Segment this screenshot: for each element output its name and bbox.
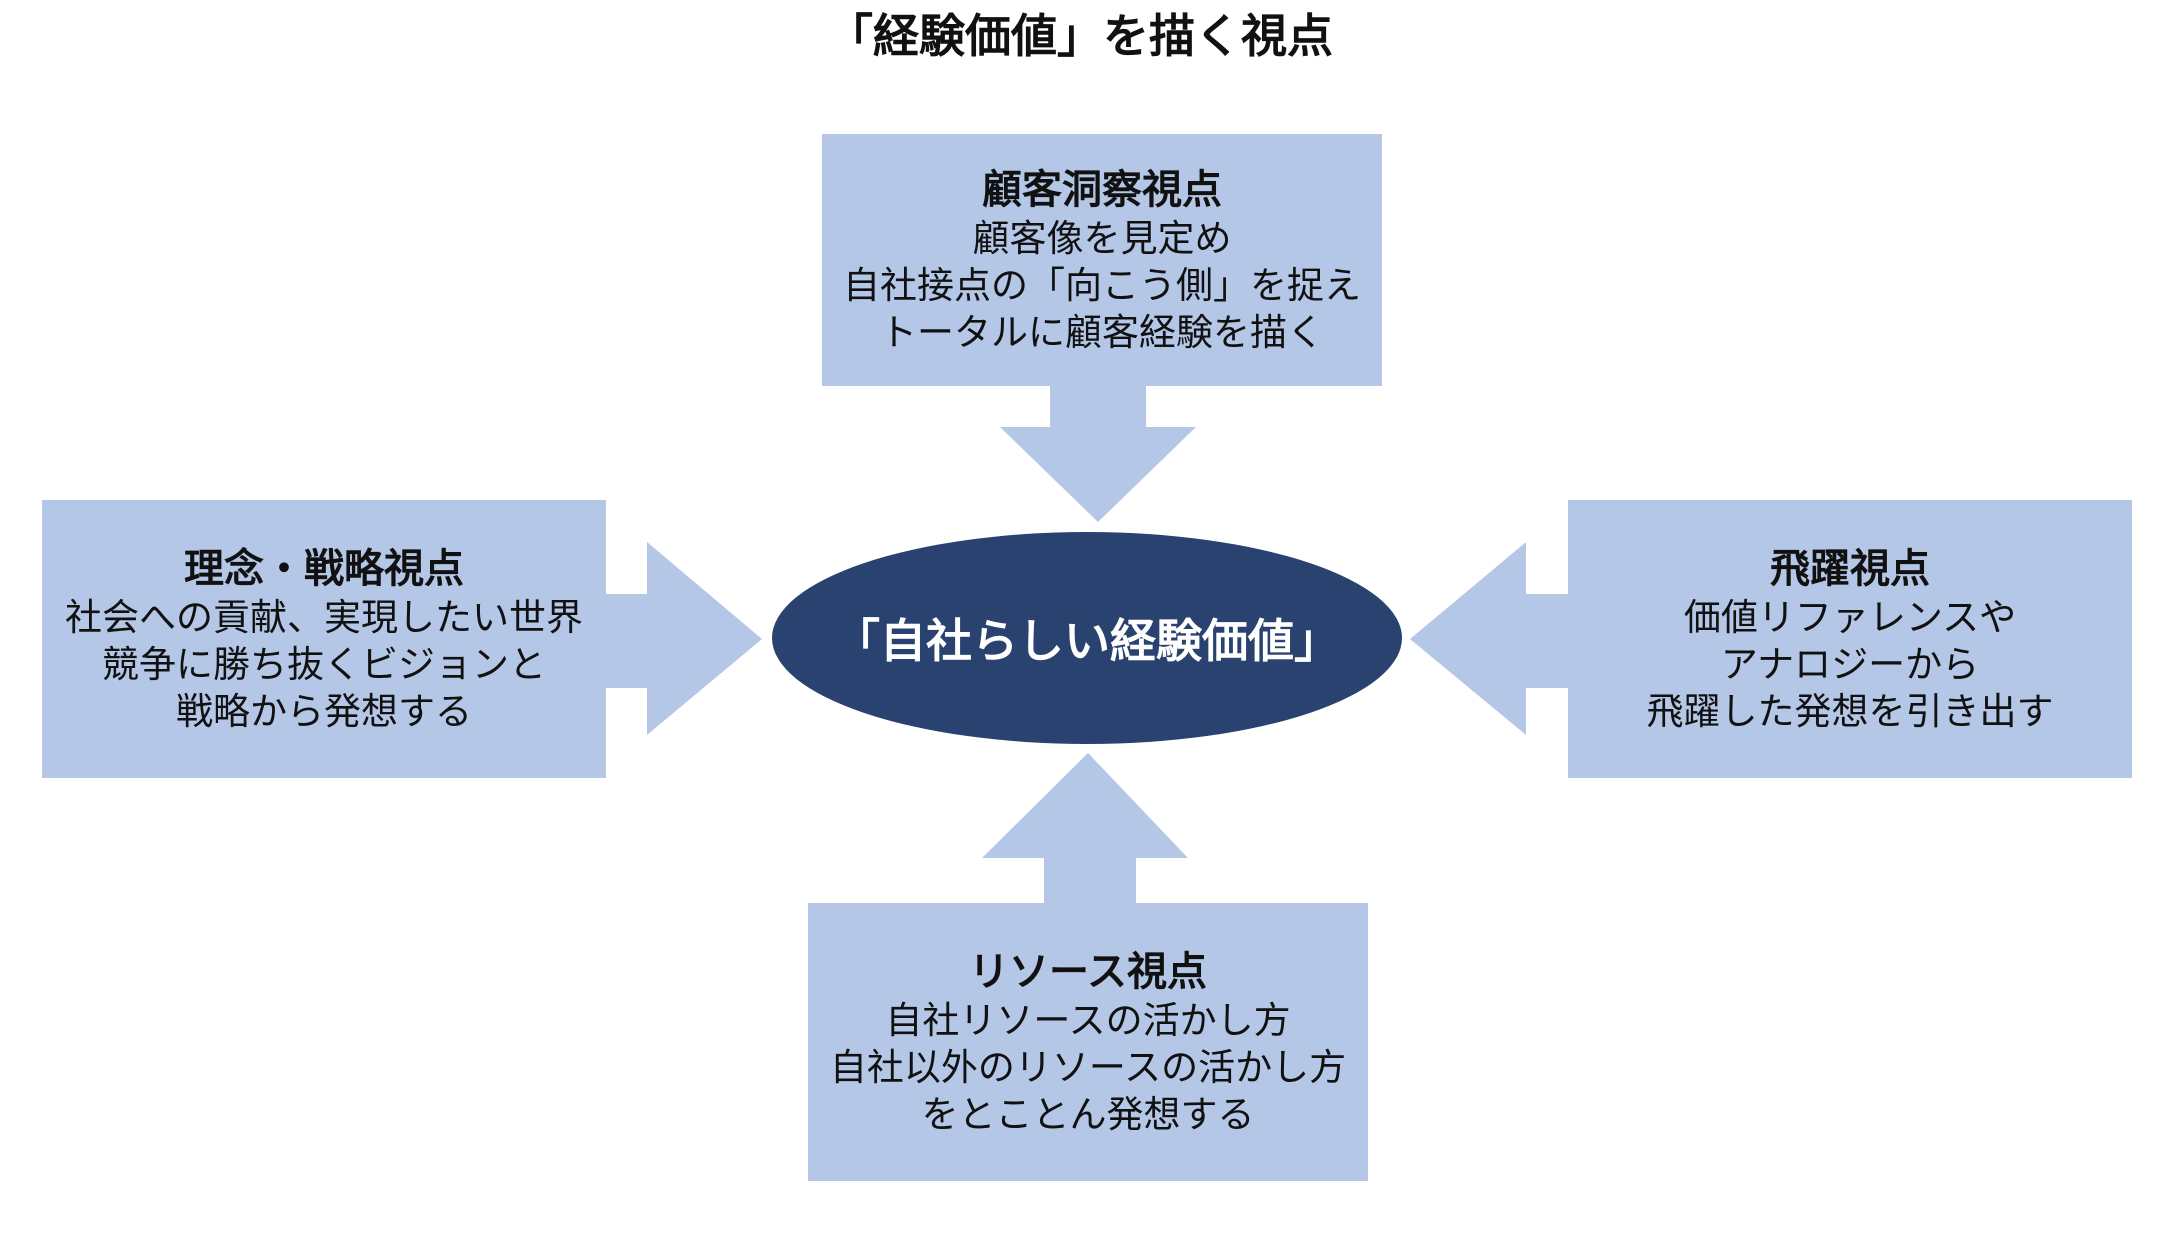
box-line: 自社リソースの活かし方 <box>885 998 1291 1042</box>
box-line: 価値リファレンスや <box>1683 595 2017 639</box>
box-line: 顧客像を見定め <box>972 216 1232 260</box>
resource-box: リソース視点 自社リソースの活かし方 自社以外のリソースの活かし方 をとことん発… <box>808 903 1368 1181</box>
arrow-left <box>1410 542 1568 735</box>
center-label: 「自社らしい経験価値」 <box>834 614 1340 668</box>
box-title: 飛躍視点 <box>1770 545 1930 592</box>
arrow-up <box>982 753 1188 903</box>
box-line: 社会への貢献、実現したい世界 <box>65 595 583 639</box>
box-line: トータルに顧客経験を描く <box>880 310 1324 354</box>
box-line: 戦略から発想する <box>176 689 472 733</box>
diagram-title: 「経験価値」を描く視点 <box>827 9 1333 63</box>
box-line: 自社以外のリソースの活かし方 <box>829 1045 1347 1089</box>
philosophy-strategy-box: 理念・戦略視点 社会への貢献、実現したい世界 競争に勝ち抜くビジョンと 戦略から… <box>42 500 606 778</box>
box-title: 顧客洞察視点 <box>982 166 1222 213</box>
box-title: リソース視点 <box>969 948 1207 995</box>
customer-insight-box: 顧客洞察視点 顧客像を見定め 自社接点の「向こう側」を捉え トータルに顧客経験を… <box>822 134 1382 386</box>
arrow-down <box>1000 386 1196 522</box>
box-line: 自社接点の「向こう側」を捉え <box>843 263 1361 307</box>
arrow-right <box>606 542 762 735</box>
box-line: をとことん発想する <box>921 1092 1255 1136</box>
box-title: 理念・戦略視点 <box>184 545 464 592</box>
leap-box: 飛躍視点 価値リファレンスや アナロジーから 飛躍した発想を引き出す <box>1568 500 2132 778</box>
box-line: 競争に勝ち抜くビジョンと <box>102 642 546 686</box>
box-line: 飛躍した発想を引き出す <box>1646 689 2054 733</box>
center-ellipse: 「自社らしい経験価値」 <box>772 532 1402 744</box>
box-line: アナロジーから <box>1720 642 1980 686</box>
